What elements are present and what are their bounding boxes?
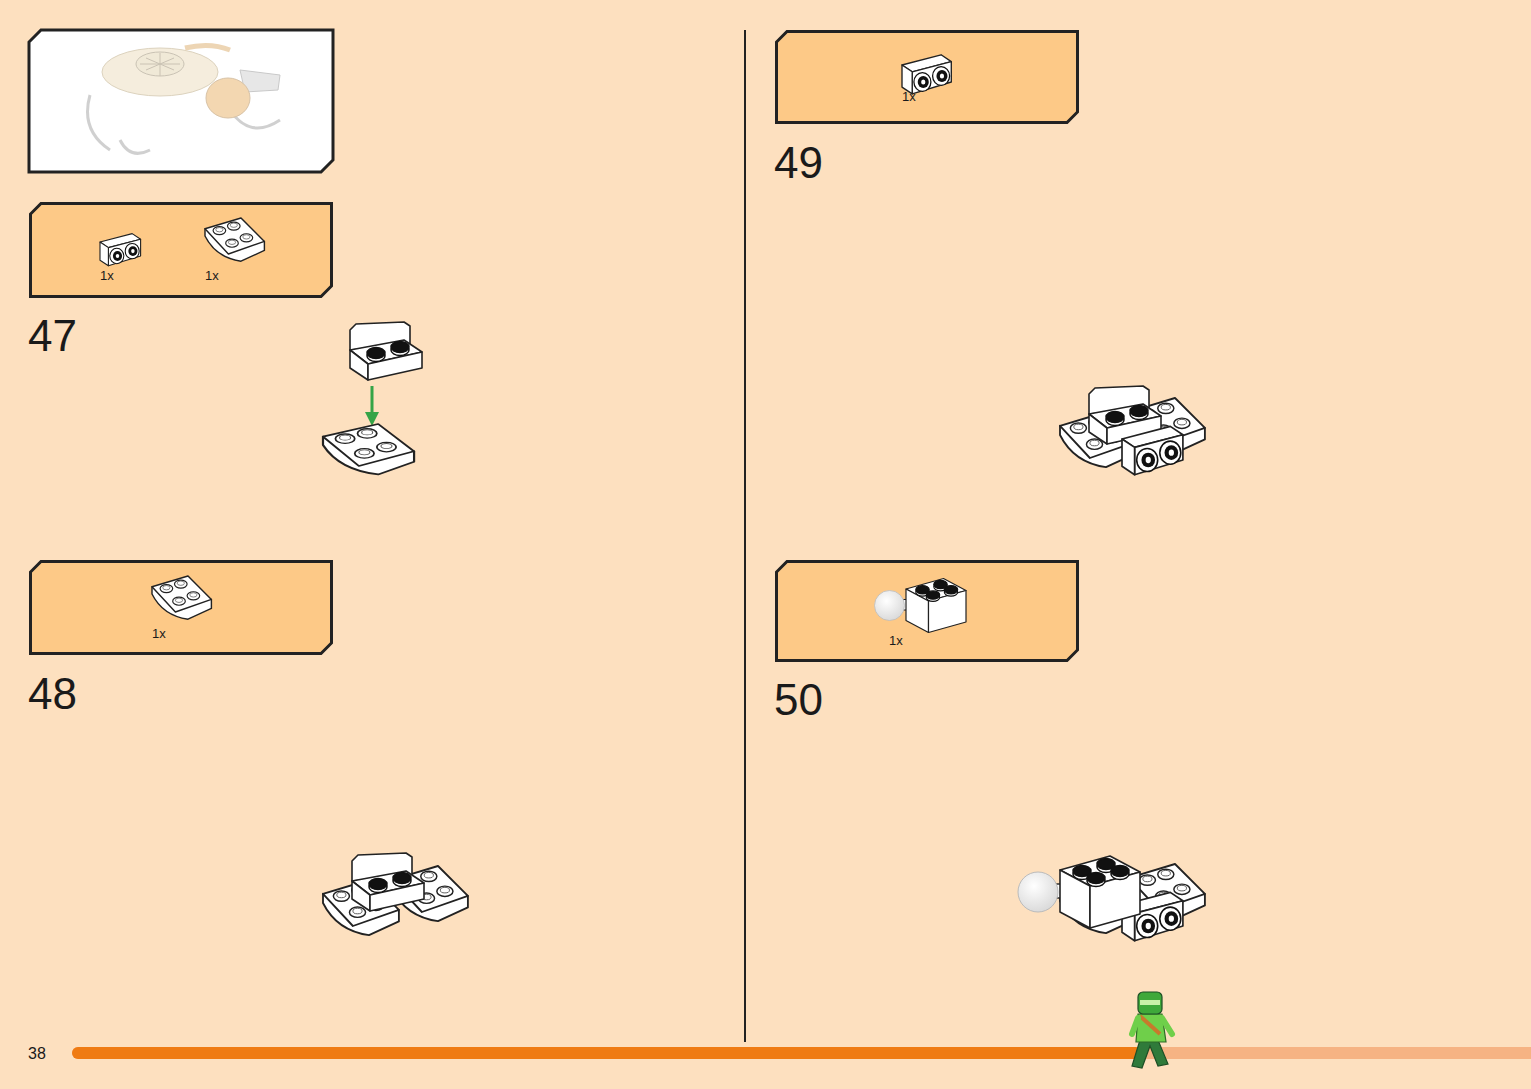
parts-callout: 1x [775, 560, 1079, 662]
step-number: 48 [28, 672, 77, 716]
callout-outline [29, 560, 333, 655]
part-count: 1x [902, 90, 916, 103]
step-number: 50 [774, 678, 823, 722]
callout-border [777, 32, 1078, 123]
callout-border [31, 204, 332, 297]
callout-outline [775, 30, 1079, 124]
step-number: 49 [774, 141, 823, 185]
step-number: 47 [28, 314, 77, 358]
parts-callout: 1x [775, 30, 1079, 124]
part-count: 1x [889, 634, 903, 647]
callout-border [31, 562, 332, 654]
page-number: 38 [28, 1046, 46, 1062]
callout-outline [775, 560, 1079, 662]
parts-callout: 1x 1x [29, 202, 333, 298]
parts-callout: 1x [29, 560, 333, 655]
part-count: 1x [205, 269, 219, 282]
callout-border [777, 562, 1078, 661]
part-count: 1x [152, 627, 166, 640]
callout-outline [29, 202, 333, 298]
part-count: 1x [100, 269, 114, 282]
